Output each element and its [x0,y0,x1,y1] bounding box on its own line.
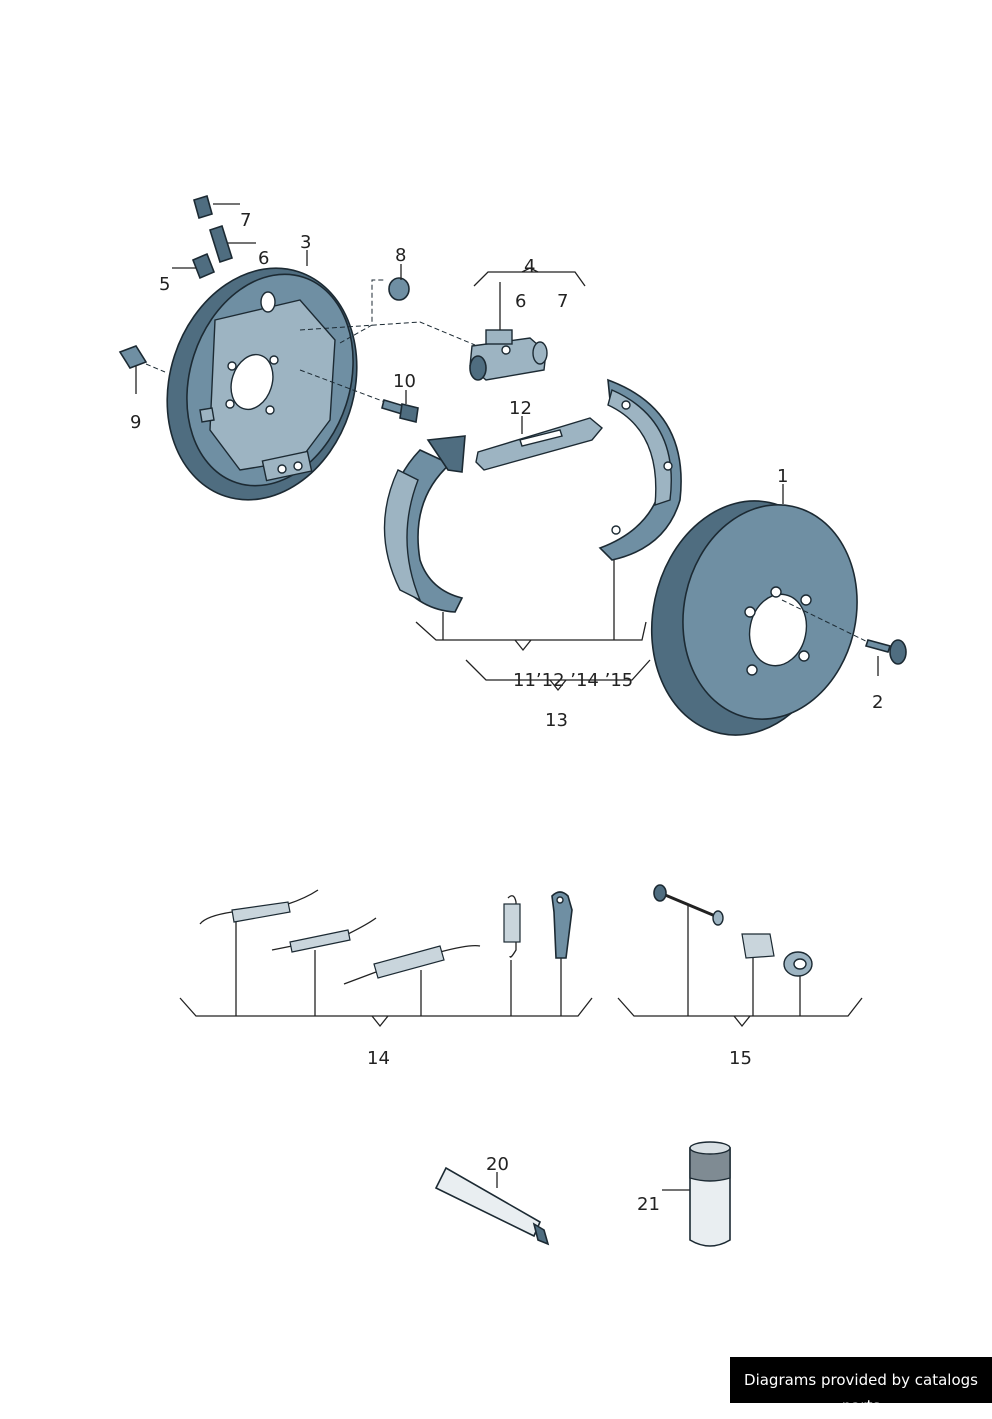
callout-13: 13 [545,710,568,731]
leader-lines [135,203,879,1191]
callout-20: 20 [486,1154,509,1175]
wheel-cylinder [469,329,548,381]
return-spring-2 [271,917,377,953]
return-spring-3 [343,944,481,985]
callout-12: 12 [509,398,532,419]
drum-screw [864,639,907,665]
grease-tube [434,1166,550,1246]
assembly-line [299,369,386,403]
callout-6a: 6 [258,248,269,269]
hold-down-spring [503,895,521,958]
brake-shoe-right [598,378,682,561]
callout-7a: 7 [240,210,251,231]
brake-shoe-left [383,435,466,613]
callout-8: 8 [395,245,406,266]
hex-bolt [381,398,419,423]
brake-drum [650,500,881,736]
callout-21: 21 [637,1194,660,1215]
sealing-plug [118,345,166,373]
adjuster-strut [475,417,603,471]
callout-5: 5 [159,274,170,295]
assembly-line [339,279,385,344]
bleeder-valve [191,252,216,280]
assembly-line [299,321,476,346]
lubricant-can [689,1141,731,1247]
callout-13-parts: 11’12 ’14 ’15 [513,670,633,691]
callout-7b: 7 [557,291,568,312]
callout-10: 10 [393,371,416,392]
spring-sleeve [741,933,775,959]
bleeder-screw [209,224,233,264]
callout-3: 3 [300,232,311,253]
callout-15: 15 [729,1048,752,1069]
rubber-plug [388,277,410,301]
callout-2: 2 [872,692,883,713]
return-spring-1 [199,889,319,925]
retaining-cup [783,951,813,977]
hold-down-pin [653,884,724,926]
parking-lever [551,891,573,959]
dust-cap [193,194,213,220]
callout-4: 4 [524,256,535,277]
footer-credit: Diagrams provided by catalogs parts [730,1357,992,1415]
callout-1: 1 [777,466,788,487]
callout-14: 14 [367,1048,390,1069]
callout-6b: 6 [515,291,526,312]
callout-9: 9 [130,412,141,433]
backing-plate [166,267,358,501]
